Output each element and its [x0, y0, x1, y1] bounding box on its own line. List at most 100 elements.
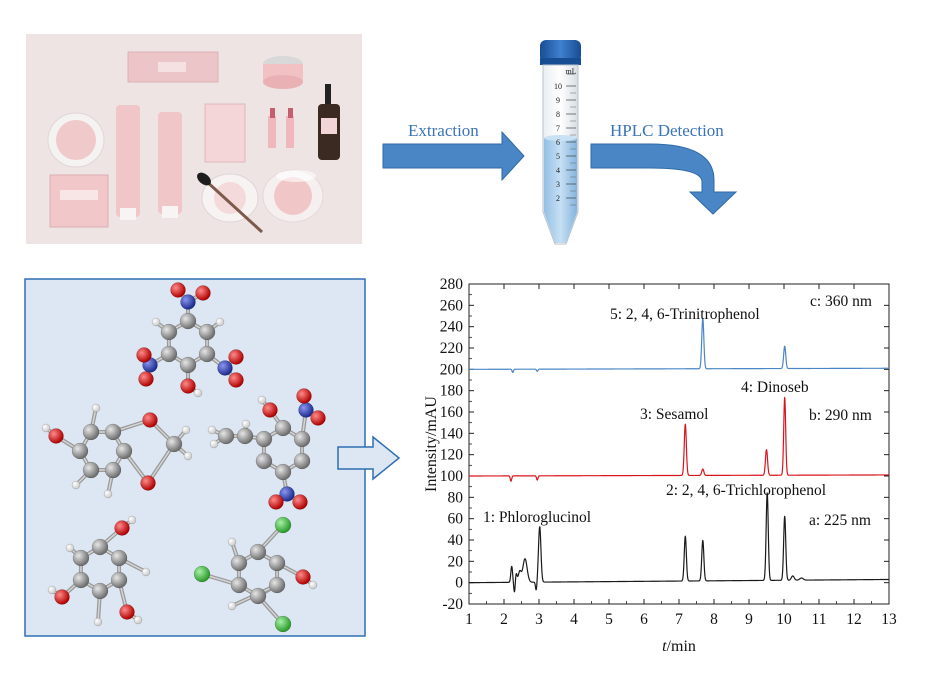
x-tick-label: 6 — [640, 611, 648, 628]
y-tick-label: 200 — [440, 361, 464, 378]
peak-4-label: 4: Dinoseb — [741, 379, 809, 396]
molecule-trinitrophenol — [136, 282, 244, 398]
peak-2-label: 2: 2, 4, 6-Trichlorophenol — [666, 482, 826, 499]
carbon-atom — [160, 345, 178, 363]
chlorine-atom — [274, 615, 292, 633]
hydrogen-atom — [127, 515, 137, 525]
y-tick-label: 20 — [448, 553, 464, 570]
x-tick-label: 7 — [675, 611, 683, 628]
y-tick-label: -20 — [442, 596, 463, 613]
cosmetic-tube — [116, 105, 140, 217]
hydrogen-atom — [181, 425, 191, 435]
molecule-structures — [41, 282, 326, 633]
cosmetics-photo — [26, 34, 362, 244]
molecule-trichlorophenol — [193, 516, 318, 633]
x-tick-label: 11 — [812, 611, 827, 628]
tube-unit-label: mL — [565, 67, 576, 76]
carbon-atom — [249, 587, 267, 605]
x-tick-label: 13 — [881, 611, 897, 628]
carbon-atom — [198, 323, 216, 341]
oxygen-atom — [292, 494, 308, 510]
hydrogen-atom — [91, 403, 101, 413]
carbon-atom — [293, 452, 311, 470]
tube-mark-label: 6 — [556, 138, 560, 147]
hydrogen-atom — [227, 601, 237, 611]
tube-cap — [540, 40, 581, 62]
hydrogen-atom — [151, 317, 161, 327]
carbon-atom — [91, 582, 109, 600]
oxygen-atom — [142, 412, 158, 428]
hydrogen-atom — [215, 317, 225, 327]
hydrogen-atom — [103, 489, 113, 499]
peak-1-label: 1: Phloroglucinol — [483, 509, 591, 526]
carbon-atom — [71, 442, 89, 460]
tube-mark-label: 5 — [556, 152, 560, 161]
x-tick-label: 8 — [710, 611, 718, 628]
lipstick — [268, 116, 276, 148]
x-tick-label: 4 — [570, 611, 578, 628]
oxygen-atom — [296, 388, 312, 404]
x-tick-label: 5 — [605, 611, 613, 628]
x-tick-label: 3 — [535, 611, 543, 628]
carbon-atom — [72, 571, 90, 589]
hplc-arrow — [590, 143, 738, 215]
x-tick-label: 12 — [846, 611, 862, 628]
y-tick-label: 40 — [448, 532, 464, 549]
y-tick-label: 160 — [440, 404, 464, 421]
oxygen-atom — [228, 372, 244, 388]
cosmetic-tube-2 — [158, 112, 182, 214]
y-tick-label: 180 — [440, 383, 464, 400]
y-tick-label: 60 — [448, 511, 464, 528]
carbon-atom — [274, 463, 292, 481]
carbon-atom — [274, 419, 292, 437]
carbon-atom — [230, 576, 248, 594]
y-tick-label: 120 — [440, 447, 464, 464]
hydrogen-atom — [241, 419, 251, 429]
oxygen-atom — [295, 569, 311, 585]
molecule-phloroglucinol — [47, 515, 151, 627]
x-axis-label: t/min — [662, 638, 696, 655]
hydrogen-atom — [227, 537, 237, 547]
series-line-c — [468, 318, 890, 374]
peak-3-label: 3: Sesamol — [640, 406, 708, 423]
carbon-atom — [115, 442, 133, 460]
tube-mark-label: 4 — [556, 166, 560, 175]
hydrogen-atom — [65, 543, 75, 553]
carbon-atom — [165, 435, 183, 453]
x-tick-label: 2 — [500, 611, 508, 628]
carbon-atom — [104, 423, 122, 441]
tube-mark-label: 9 — [556, 96, 560, 105]
carbon-atom — [255, 430, 273, 448]
hydrogen-atom — [257, 395, 267, 405]
hydrogen-atom — [71, 480, 81, 490]
cosmetic-sachet — [204, 103, 246, 163]
tube-mark-label: 10 — [554, 82, 562, 91]
hydrogen-atom — [47, 585, 57, 595]
carbon-atom — [268, 576, 286, 594]
y-tick-label: 220 — [440, 340, 464, 357]
hydrogen-atom — [141, 567, 151, 577]
carbon-atom — [249, 543, 267, 561]
carbon-atom — [160, 323, 178, 341]
y-tick-label: 260 — [440, 297, 464, 314]
chlorine-atom — [274, 516, 292, 534]
carbon-atom — [179, 312, 197, 330]
tube-mark-label: 2 — [556, 194, 560, 203]
carbon-atom — [179, 356, 197, 374]
hydrogen-atom — [209, 439, 219, 449]
y-tick-label: 140 — [440, 425, 464, 442]
hydrogen-atom — [207, 425, 217, 435]
carbon-atom — [110, 571, 128, 589]
panel-to-chart-arrow — [337, 435, 401, 481]
peak-5-label: 5: 2, 4, 6-Trinitrophenol — [610, 306, 760, 323]
oxygen-atom — [180, 378, 196, 394]
chlorine-atom — [193, 565, 211, 583]
oxygen-atom — [140, 475, 156, 491]
nitrogen-atom — [180, 294, 196, 310]
tube-mark-label: 3 — [556, 180, 560, 189]
carbon-atom — [82, 461, 100, 479]
carbon-atom — [230, 554, 248, 572]
